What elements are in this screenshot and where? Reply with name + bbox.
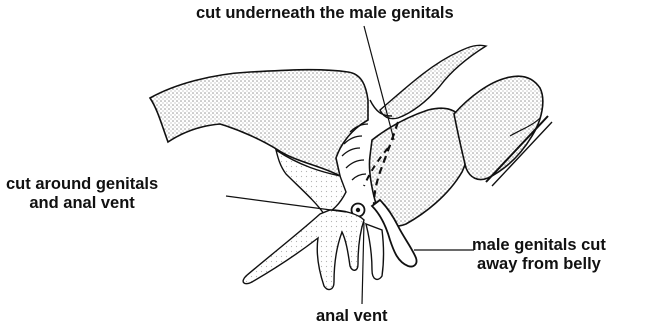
label-cut-around-line2: and anal vent <box>6 194 158 213</box>
label-male-genitals: male genitals cut away from belly <box>472 236 606 274</box>
leader-top <box>364 26 394 140</box>
carcass-body <box>150 70 368 176</box>
label-cut-around-line1: cut around genitals <box>6 175 158 194</box>
tail-fur <box>243 210 364 289</box>
right-leg <box>454 76 543 179</box>
label-cut-underneath: cut underneath the male genitals <box>196 4 454 23</box>
label-male-genitals-line1: male genitals cut <box>472 236 606 255</box>
label-male-genitals-line2: away from belly <box>472 255 606 274</box>
leader-bottom <box>362 222 364 304</box>
lower-leg <box>366 224 384 279</box>
label-anal-vent: anal vent <box>316 307 388 326</box>
label-cut-around: cut around genitals and anal vent <box>6 175 158 213</box>
